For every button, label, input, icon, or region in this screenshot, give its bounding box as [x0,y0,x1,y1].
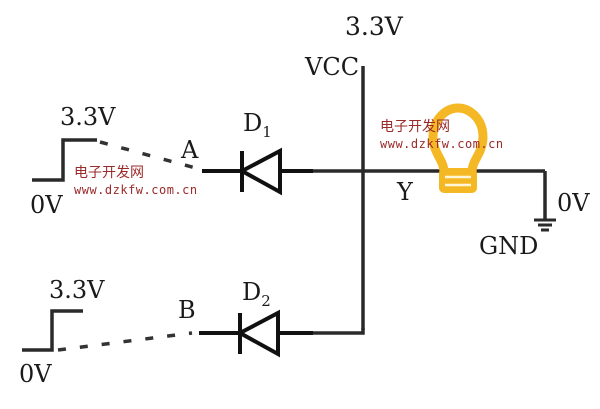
vcc-label: VCC [304,53,359,81]
diode-d1: D1 [202,109,313,196]
d1-triangle [237,147,282,196]
dashed-connection-a [99,140,204,172]
watermark-left: 电子开发网 www.dzkfw.com.cn [74,165,198,197]
d1-label: D1 [243,109,272,141]
vcc-voltage-label: 3.3V [345,12,404,41]
ground-label: GND [479,232,538,260]
watermark-cn-right: 电子开发网 [380,119,450,135]
output-y-label: Y [396,178,414,206]
d2-label: D2 [242,278,271,310]
d2-triangle [235,309,280,358]
input-a-low-label: 0V [30,191,63,219]
dashed-connection-b [57,331,193,352]
light-bulb-icon [428,103,488,193]
input-b-low-label: 0V [19,360,52,388]
input-b-label: B [178,296,196,324]
watermark-right: 电子开发网 www.dzkfw.com.cn [380,119,504,151]
diode-d2: D2 [199,278,313,358]
watermark-cn-left: 电子开发网 [74,165,144,181]
input-signal-b: 3.3V 0V [19,276,193,388]
square-pulse-b [22,309,83,352]
ground-voltage-label: 0V [557,189,590,217]
square-pulse-a [32,138,97,182]
ground-icon [534,218,556,232]
watermark-url-right: www.dzkfw.com.cn [380,137,504,151]
input-signal-a: 3.3V 0V [30,103,204,219]
input-b-high-label: 3.3V [49,276,105,304]
d2-to-rail-wire [313,328,365,335]
input-a-label: A [180,136,199,164]
watermark-url-left: www.dzkfw.com.cn [74,183,198,197]
input-a-high-label: 3.3V [60,103,116,131]
